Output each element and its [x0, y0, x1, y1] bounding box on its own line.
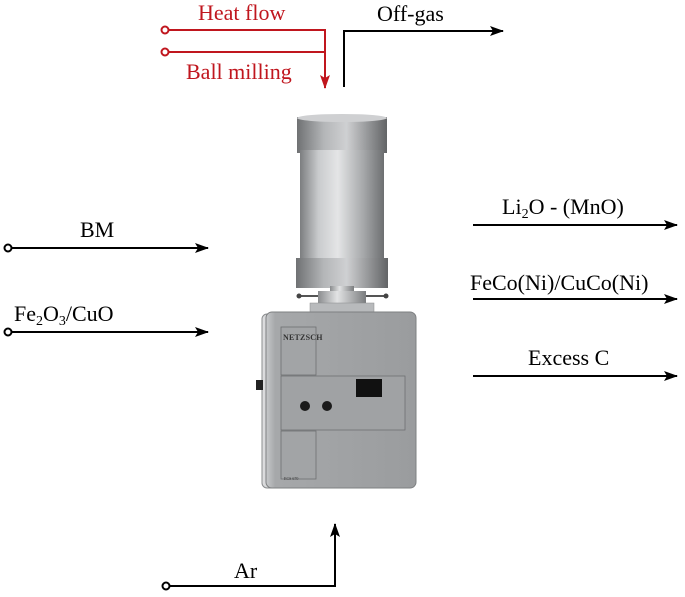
off-gas-arrow [343, 26, 504, 87]
excess-c-label: Excess C [528, 345, 610, 370]
mill-bottom-ring [296, 258, 388, 288]
device-brand-label: NETZSCH [283, 333, 323, 342]
mill-control-panel [280, 375, 406, 431]
mill-top-ellipse [297, 114, 387, 122]
right-outputs [473, 220, 678, 381]
fe2o3-start-node [3, 327, 13, 337]
feconi-cuconi-label: FeCo(Ni)/CuCo(Ni) [470, 270, 649, 295]
bm-label: BM [80, 217, 115, 242]
ball-milling-start-node [160, 47, 170, 57]
mill-cylinder [300, 150, 384, 262]
heat-flow-label: Heat flow [198, 0, 286, 25]
fe2o3-cuo-label: Fe2O3/CuO [14, 301, 114, 329]
heat-flow-start-node [160, 25, 170, 35]
ar-label: Ar [234, 558, 258, 583]
mill-side-switch [256, 380, 263, 390]
mill-top-cap [297, 117, 387, 153]
ball-milling-label: Ball milling [186, 59, 292, 84]
off-gas-outlet [343, 26, 504, 87]
mill-display [356, 379, 382, 397]
bm-start-node [3, 243, 13, 253]
mill-knob-right [322, 401, 332, 411]
mill-bolt-right-head [383, 293, 389, 299]
control-inputs [160, 25, 330, 89]
mill-knob-left [300, 401, 310, 411]
mill-lower-panel [280, 430, 317, 480]
mill-housing-top-panel [280, 326, 317, 376]
li2o-mno-label: Li2O - (MnO) [502, 194, 624, 222]
left-inputs [3, 243, 209, 337]
ar-start-node [161, 581, 171, 591]
mill-neck-upper [330, 286, 354, 292]
mill-bolt-left-head [296, 293, 302, 299]
ar-inlet [161, 523, 340, 591]
off-gas-label: Off-gas [377, 1, 444, 26]
device-model-label: ECS 670 [284, 476, 299, 481]
ball-mill-device [256, 114, 417, 489]
mill-neck [318, 291, 366, 303]
ar-arrow [169, 523, 340, 587]
